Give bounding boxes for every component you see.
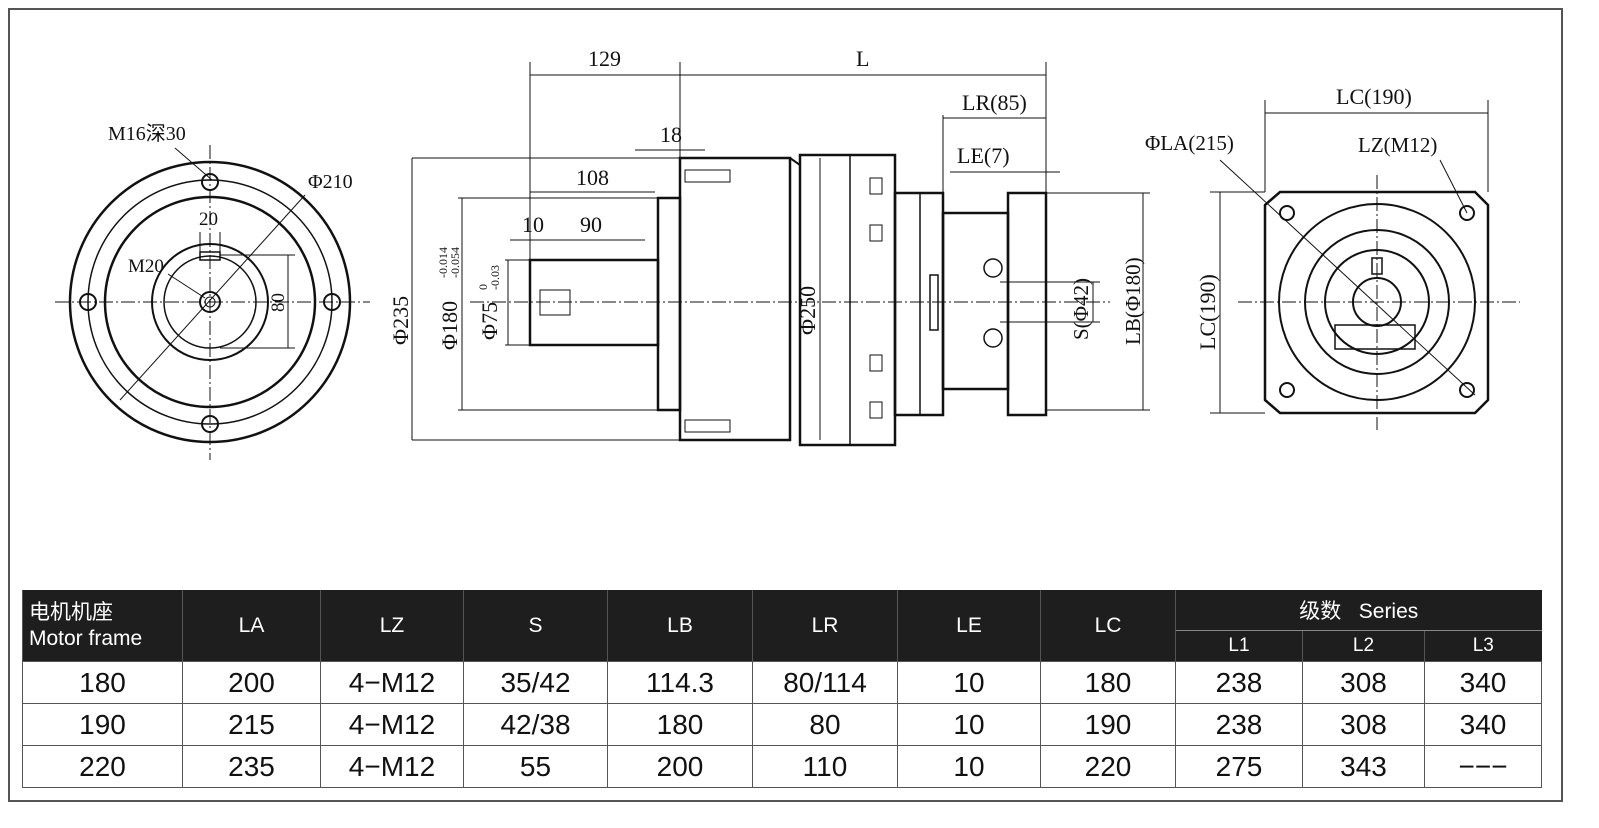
header-S: S: [463, 590, 608, 662]
table-cell: 190: [22, 703, 183, 746]
table-cell: 220: [1040, 745, 1176, 788]
table-cell: 238: [1175, 703, 1303, 746]
header-L1: L1: [1175, 630, 1303, 662]
dia-235-label: Φ235: [388, 296, 413, 345]
svg-text:Φ180: Φ180: [437, 301, 462, 350]
table-cell: 275: [1175, 745, 1303, 788]
header-LE: LE: [897, 590, 1041, 662]
table-cell: 190: [1040, 703, 1176, 746]
center-thread-label: M20: [128, 256, 164, 277]
dim-90-label: 90: [580, 212, 602, 237]
sheet-border: [8, 8, 1563, 802]
dim-LC-top-label: LC(190): [1336, 84, 1412, 109]
header-series: 级数 Series: [1174, 590, 1542, 631]
dim-18-label: 18: [660, 122, 682, 147]
header-LC: LC: [1040, 590, 1176, 662]
key-width-label: 20: [199, 209, 218, 230]
table-cell: 180: [607, 703, 753, 746]
table-cell: 343: [1302, 745, 1425, 788]
front-view: M16深30 Φ210 20 M20 80: [55, 122, 370, 460]
table-cell: 4−M12: [320, 745, 464, 788]
table-cell: 4−M12: [320, 661, 464, 704]
header-L3: L3: [1423, 630, 1542, 662]
diameter-210-label: Φ210: [308, 171, 353, 193]
dia-75-label: Φ75: [477, 302, 502, 340]
dim-108-label: 108: [576, 165, 609, 190]
technical-drawing: M16深30 Φ210 20 M20 80: [55, 46, 1520, 460]
header-LR: LR: [752, 590, 898, 662]
table-cell: 42/38: [463, 703, 608, 746]
table-cell: 235: [182, 745, 321, 788]
table-cell: 200: [182, 661, 321, 704]
header-cn: 电机机座: [29, 600, 113, 624]
table-cell: 110: [752, 745, 898, 788]
table-cell: 4−M12: [320, 703, 464, 746]
dim-LZ-label: LZ(M12): [1358, 133, 1437, 157]
dim-10-label: 10: [522, 212, 544, 237]
table-cell: 80: [752, 703, 898, 746]
dia-180-label: Φ180: [437, 301, 462, 350]
table-cell: 340: [1423, 661, 1543, 704]
table-cell: 180: [22, 661, 183, 704]
tol-180-upper: -0.014: [436, 247, 450, 278]
thread-depth-label: M16深30: [108, 122, 186, 145]
side-view: 129 L LR(85) 18 LE(7) 108 10 90 Φ235 Φ18…: [388, 46, 1150, 447]
table-cell: 308: [1302, 703, 1425, 746]
table-cell: −−−: [1423, 745, 1543, 788]
header-L2: L2: [1302, 630, 1425, 662]
dim-LE-label: LE(7): [957, 143, 1010, 168]
dia-250-label: Φ250: [795, 286, 820, 335]
tol-75-lower: -0.03: [488, 265, 502, 290]
end-view: LC(190) ΦLA(215) LZ(M12) LC(190): [1145, 84, 1520, 430]
table-cell: 10: [897, 703, 1041, 746]
header-LA: LA: [182, 590, 321, 662]
dim-L-label: L: [856, 46, 869, 71]
header-LZ: LZ: [320, 590, 464, 662]
table-cell: 215: [182, 703, 321, 746]
dia-LB-label: LB(Φ180): [1121, 257, 1145, 345]
table-cell: 80/114: [752, 661, 898, 704]
table-cell: 200: [607, 745, 753, 788]
header-LB: LB: [607, 590, 753, 662]
table-cell: 340: [1423, 703, 1543, 746]
table-cell: 35/42: [463, 661, 608, 704]
table-cell: 55: [463, 745, 608, 788]
height-80-label: 80: [268, 293, 289, 312]
table-cell: 180: [1040, 661, 1176, 704]
header-en: Motor frame: [29, 626, 143, 650]
table-cell: 114.3: [607, 661, 753, 704]
dim-LR-label: LR(85): [962, 90, 1027, 115]
tol-180-lower: -0.054: [448, 247, 462, 278]
dim-129-label: 129: [588, 46, 621, 71]
table-cell: 10: [897, 661, 1041, 704]
table-cell: 10: [897, 745, 1041, 788]
table-cell: 308: [1302, 661, 1425, 704]
table-cell: 238: [1175, 661, 1303, 704]
table-cell: 220: [22, 745, 183, 788]
dim-LA-label: ΦLA(215): [1145, 131, 1234, 155]
dia-S-label: S(Φ42): [1069, 278, 1093, 340]
tol-75-upper: 0: [476, 284, 490, 290]
dim-LC-side-label: LC(190): [1195, 274, 1220, 350]
